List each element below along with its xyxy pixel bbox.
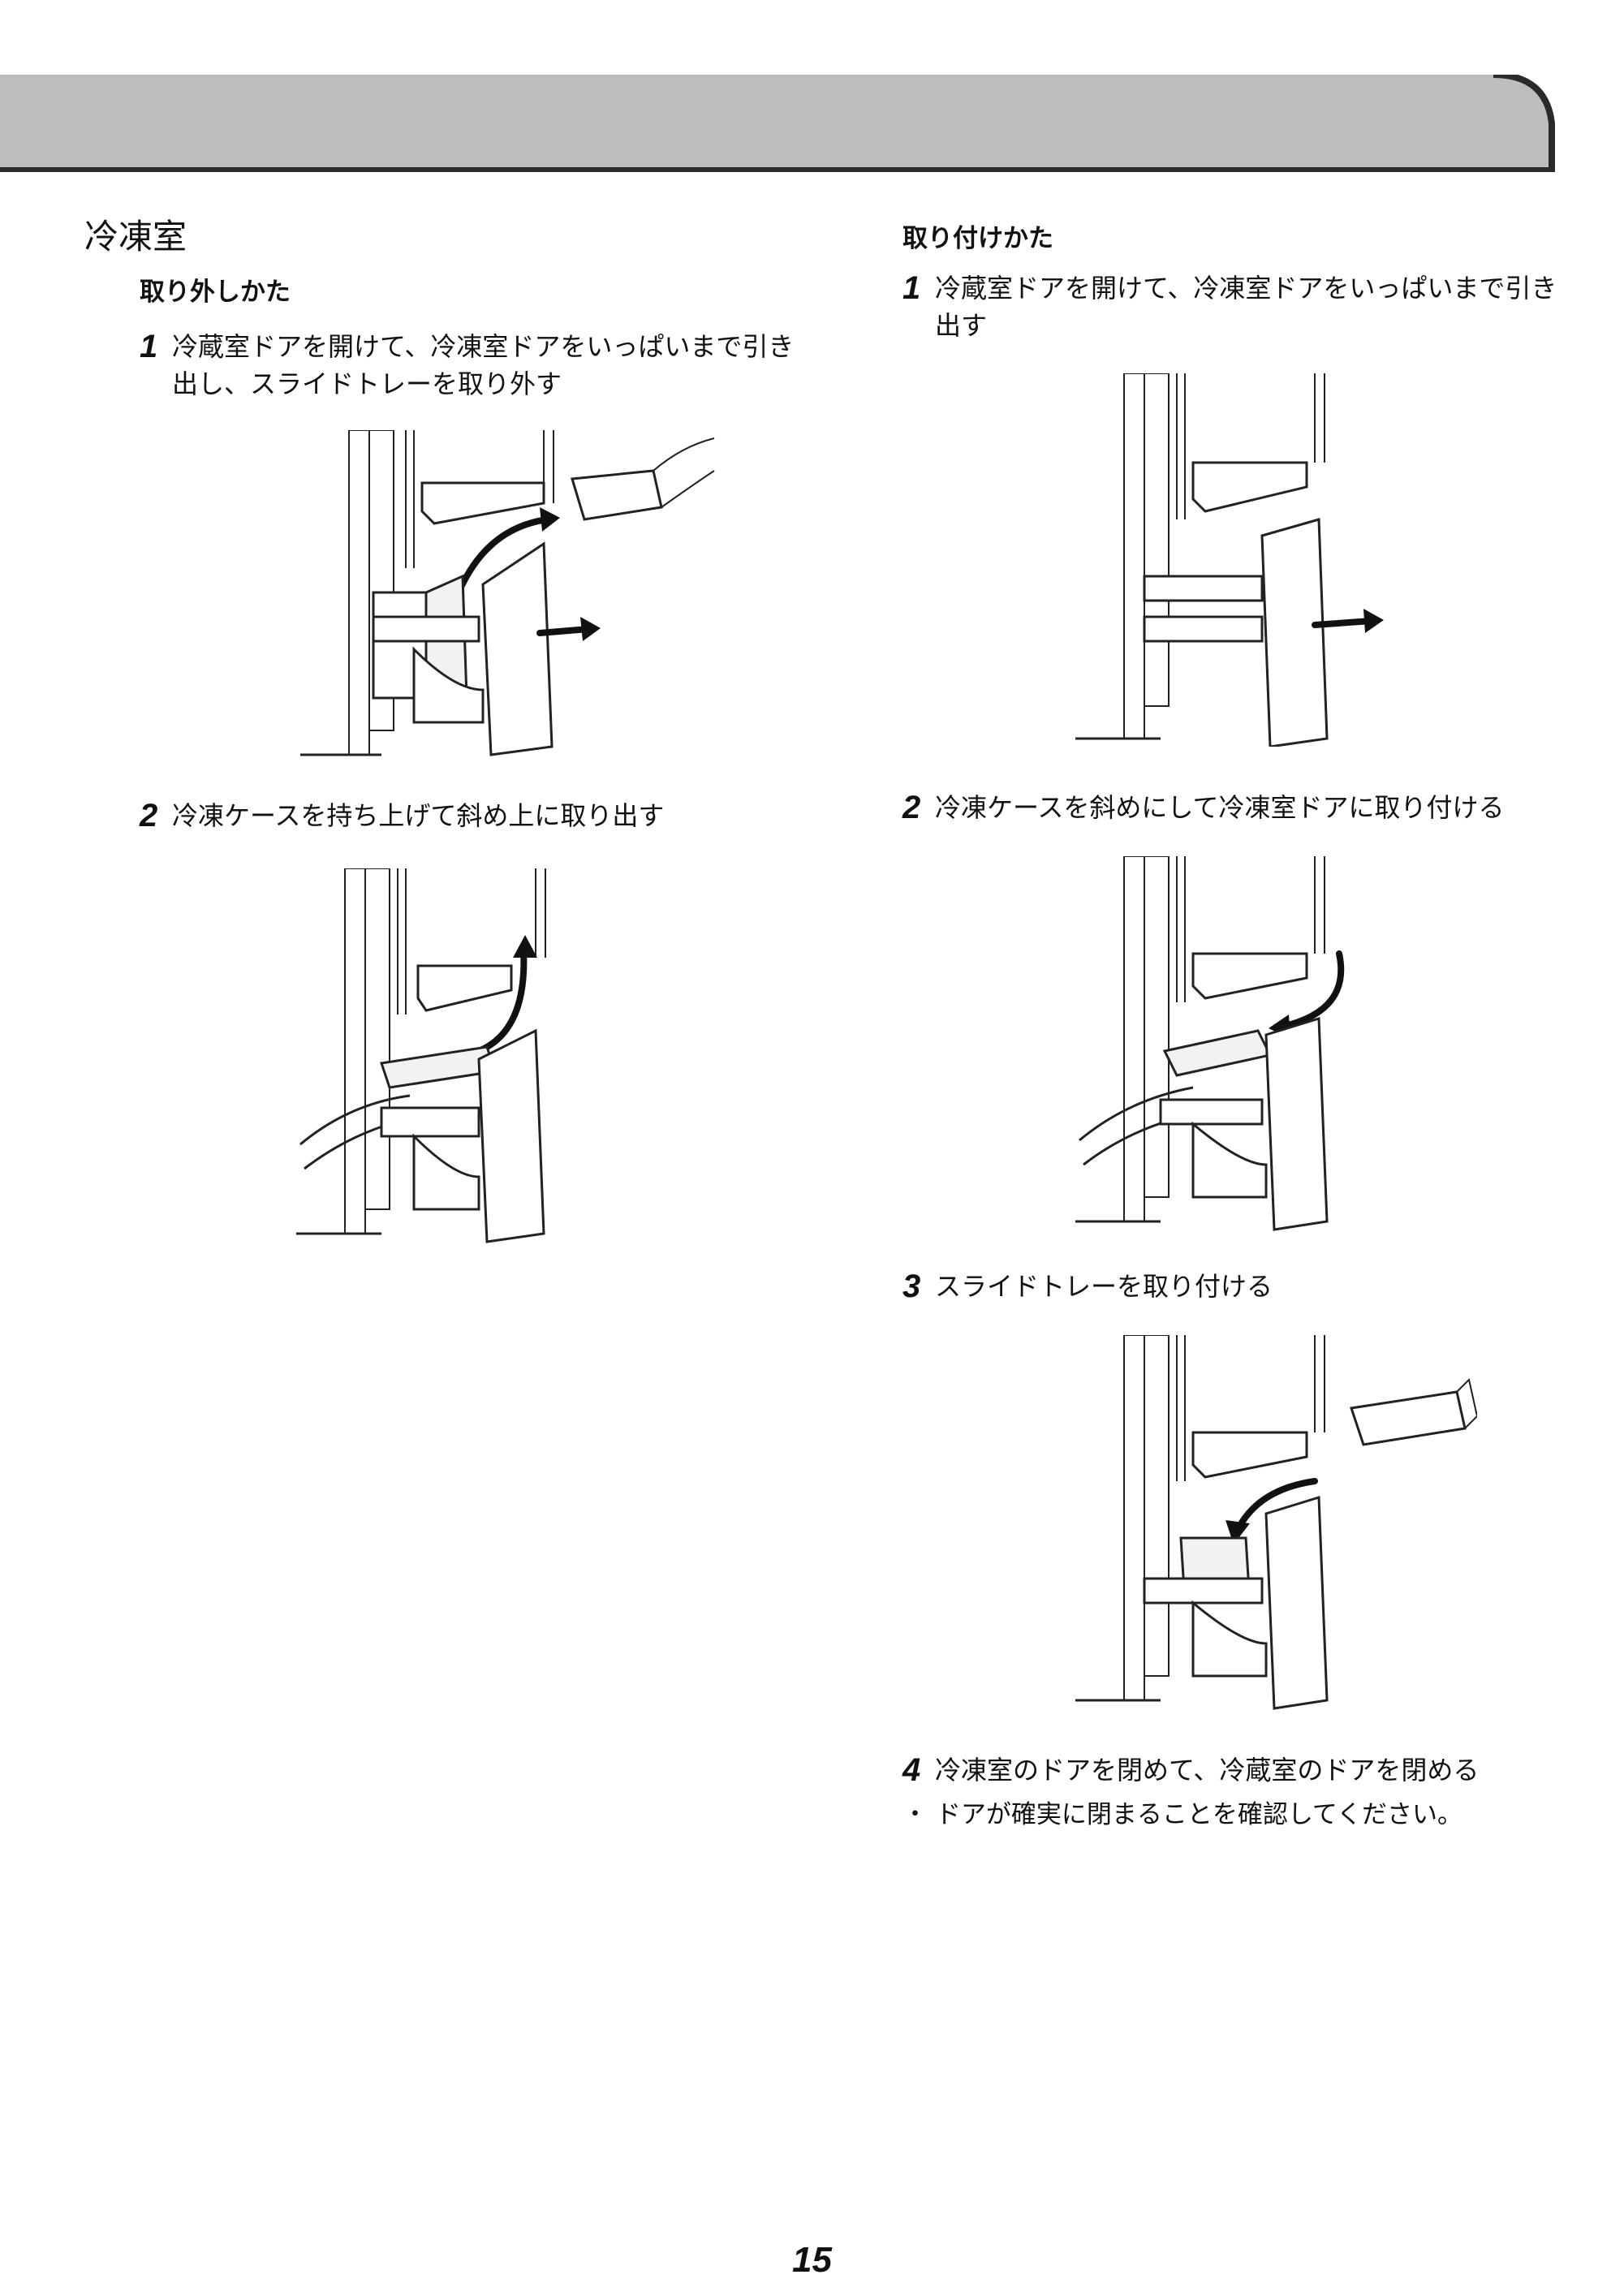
installation-step-3: 3 スライドトレーを取り付ける: [902, 1268, 1576, 1305]
installation-heading: 取り付けかた: [902, 224, 1053, 253]
page-number: 15: [792, 2240, 832, 2280]
installation-illustration-1: [1075, 373, 1384, 747]
removal-illustration-2: [296, 868, 546, 1243]
step-text: 冷凍室のドアを閉めて、冷蔵室のドアを閉める: [935, 1755, 1480, 1786]
removal-step-2: 2 冷凍ケースを持ち上げて斜め上に取り出す: [140, 797, 813, 834]
installation-illustration-2: [1075, 856, 1345, 1231]
header-band: [0, 75, 1555, 172]
installation-step-2: 2 冷凍ケースを斜めにして冷凍室ドアに取り付ける: [902, 789, 1576, 826]
removal-illustration-1: [300, 430, 715, 756]
removal-heading: 取り外しかた: [140, 278, 291, 307]
removal-step-1: 1 冷蔵室ドアを開けて、冷凍室ドアをいっぱいまで引き出し、スライドトレーを取り外…: [140, 328, 813, 403]
step-number: 2: [902, 790, 921, 825]
step-text: 冷蔵室ドアを開けて、冷凍室ドアをいっぱいまで引き出し、スライドトレーを取り外す: [172, 331, 795, 399]
step-number: 3: [902, 1269, 921, 1304]
step-number: 1: [140, 329, 158, 364]
installation-step-4: 4 冷凍室のドアを閉めて、冷蔵室のドアを閉める: [902, 1751, 1576, 1789]
step-text: 冷凍ケースを斜めにして冷凍室ドアに取り付ける: [935, 792, 1505, 823]
installation-note: ・ ドアが確実に閉まることを確認してください。: [902, 1800, 1462, 1829]
step-number: 2: [140, 798, 158, 834]
step-number: 1: [902, 270, 921, 306]
step-text: スライドトレーを取り付ける: [935, 1271, 1273, 1302]
section-title: 冷凍室: [84, 217, 187, 256]
step-text: 冷凍ケースを持ち上げて斜め上に取り出す: [172, 800, 665, 831]
step-text: 冷蔵室ドアを開けて、冷凍室ドアをいっぱいまで引き出す: [935, 273, 1557, 341]
step-number: 4: [902, 1752, 921, 1788]
installation-step-1: 1 冷蔵室ドアを開けて、冷凍室ドアをいっぱいまで引き出す: [902, 269, 1576, 344]
installation-illustration-3: [1075, 1335, 1477, 1710]
